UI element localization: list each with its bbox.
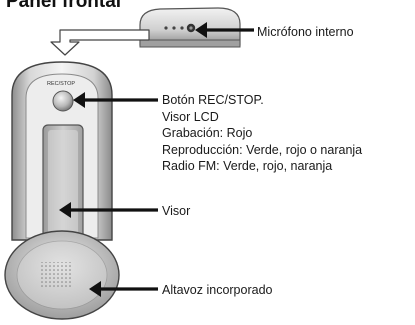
speaker-label: Altavoz incorporado [162, 283, 273, 297]
rec-stop-marking: REC/STOP [47, 81, 75, 87]
arrow-microphone [195, 22, 254, 38]
panel-heading: Panel frontal [6, 0, 122, 12]
view-transition-arrow [50, 29, 150, 56]
lcd-label: Visor LCD [162, 109, 219, 124]
rec-stop-button[interactable] [52, 90, 74, 112]
rec-button-label: Botón REC/STOP. [162, 93, 264, 107]
arrow-rec-button [73, 92, 158, 108]
display-label: Visor [162, 204, 191, 218]
callout-arrows [59, 22, 254, 297]
arrow-speaker [89, 281, 158, 297]
speaker-grill [40, 262, 72, 288]
rec-button-description: Botón REC/STOP. Visor LCD Grabación: Roj… [162, 92, 362, 175]
playback-color-label: Reproducción: Verde, rojo o naranja [162, 142, 363, 157]
device-body: REC/STOP [4, 61, 120, 320]
arrow-display [59, 202, 158, 218]
recording-color-label: Grabación: Rojo [162, 126, 253, 140]
microphone-label: Micrófono interno [257, 25, 354, 39]
device-top-view [139, 7, 241, 48]
fm-radio-color-label: Radio FM: Verde, rojo, naranja [162, 159, 333, 173]
